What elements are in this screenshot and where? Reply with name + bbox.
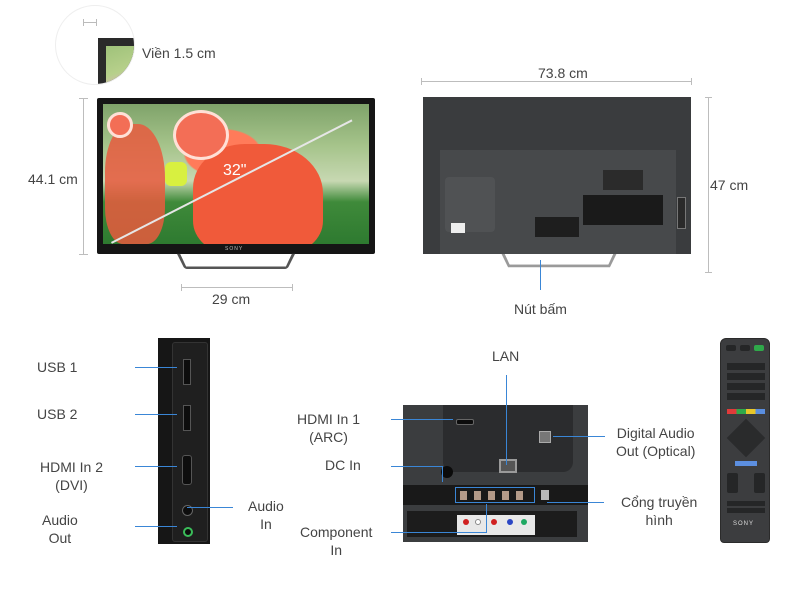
remote-channel-rocker xyxy=(754,473,765,493)
bezel-dimension-line xyxy=(83,22,96,23)
lan-label: LAN xyxy=(492,348,520,364)
back-height-label: 47 cm xyxy=(710,177,749,193)
remote-home-button xyxy=(735,461,757,466)
component-callout-line-vertical xyxy=(486,504,487,533)
hdmi2-port xyxy=(182,455,192,485)
tv-front-photo: 32" SONY xyxy=(97,98,375,254)
usb1-label: USB 1 xyxy=(37,359,78,375)
dimension-tick xyxy=(79,98,88,99)
usb2-port xyxy=(183,405,191,431)
dimension-tick xyxy=(181,284,182,291)
component-callout-line xyxy=(391,532,487,533)
side-ports-bezel xyxy=(172,342,208,542)
component-highlight-box xyxy=(455,487,535,503)
component-label: Component In xyxy=(300,524,373,558)
audio-in-callout-line xyxy=(187,507,233,508)
audio-in-label: Audio In xyxy=(248,498,284,532)
tv-stand-front xyxy=(176,253,296,270)
hdmi1-port xyxy=(456,419,474,425)
bezel-screen-corner xyxy=(106,46,134,84)
remote-control-photo: SONY xyxy=(720,338,770,543)
usb1-callout-line xyxy=(135,367,177,368)
sony-logo: SONY xyxy=(225,246,244,252)
background-helmet xyxy=(107,112,133,138)
audio-in-port xyxy=(182,505,193,516)
tv-back-photo xyxy=(423,97,691,254)
bezel-zoom-circle xyxy=(55,5,135,85)
side-ports-photo xyxy=(158,338,210,544)
warning-sticker xyxy=(451,223,465,233)
white-jack xyxy=(475,519,481,525)
bezel-label: Viền 1.5 cm xyxy=(142,45,216,61)
back-panel-recess xyxy=(445,177,495,232)
optical-port xyxy=(539,431,551,443)
remote-input-button xyxy=(726,345,736,351)
tv-stand-back xyxy=(501,254,617,268)
foreground-player xyxy=(193,144,323,244)
dimension-tick xyxy=(79,254,88,255)
button-label: Nút bấm xyxy=(514,301,567,317)
antenna-port xyxy=(541,490,549,500)
button-callout-line xyxy=(540,260,541,290)
back-width-dimension-line xyxy=(421,81,692,82)
remote-dpad xyxy=(726,418,766,458)
dc-in-label: DC In xyxy=(325,457,361,473)
red-jack xyxy=(463,519,469,525)
audio-out-callout-line xyxy=(135,526,177,527)
front-height-label: 44.1 cm xyxy=(28,170,78,188)
bezel-dimension-tick xyxy=(96,19,97,26)
remote-sync-button xyxy=(740,345,750,351)
dimension-tick xyxy=(691,78,692,85)
remote-color-buttons xyxy=(727,409,765,414)
foreground-helmet xyxy=(173,110,229,160)
side-buttons xyxy=(677,197,686,229)
dc-in-port xyxy=(441,466,453,478)
optical-label: Digital Audio Out (Optical) xyxy=(616,425,696,459)
back-width-label: 73.8 cm xyxy=(538,65,588,81)
antenna-label: Cổng truyền hình xyxy=(621,494,698,528)
screen-size-label: 32" xyxy=(223,162,247,179)
stand-width-label: 29 cm xyxy=(212,291,251,307)
lan-port xyxy=(499,459,517,473)
front-height-dimension-line xyxy=(83,98,84,254)
hdmi1-label: HDMI In 1 (ARC) xyxy=(297,411,361,445)
dc-in-callout-line xyxy=(391,466,443,467)
remote-sony-logo: SONY xyxy=(733,521,755,527)
tv-screen: 32" xyxy=(103,104,369,244)
dimension-tick xyxy=(705,272,712,273)
audio-out-port xyxy=(183,527,193,537)
remote-volume-rocker xyxy=(727,473,738,493)
remote-playback-buttons xyxy=(727,501,765,515)
rear-ports-photo xyxy=(403,405,588,542)
dimension-tick xyxy=(292,284,293,291)
background-player xyxy=(105,124,165,244)
blue-jack xyxy=(507,519,513,525)
dimension-tick xyxy=(705,97,712,98)
red-jack xyxy=(491,519,497,525)
glove xyxy=(165,162,187,186)
component-connectors xyxy=(460,491,530,500)
optical-callout-line xyxy=(553,436,605,437)
hdmi2-label: HDMI In 2 (DVI) xyxy=(40,459,104,493)
remote-power-button xyxy=(754,345,764,351)
hdmi1-callout-line xyxy=(391,419,453,420)
stand-width-dimension-line xyxy=(181,287,293,288)
lan-callout-line xyxy=(506,375,507,465)
green-jack xyxy=(521,519,527,525)
audio-out-label: Audio Out xyxy=(42,512,78,546)
back-upper-ports xyxy=(603,170,643,190)
usb1-port xyxy=(183,359,191,385)
dimension-tick xyxy=(421,78,422,85)
bezel-dimension-tick xyxy=(83,19,84,26)
dc-in-callout-line-vertical xyxy=(442,466,443,482)
usb2-callout-line xyxy=(135,414,177,415)
antenna-callout-line xyxy=(547,502,604,503)
usb2-label: USB 2 xyxy=(37,406,78,422)
back-rear-ports xyxy=(583,195,663,225)
back-label-plate xyxy=(535,217,579,237)
hdmi2-callout-line xyxy=(135,466,177,467)
back-height-dimension-line xyxy=(708,97,709,272)
remote-numpad xyxy=(727,363,765,403)
